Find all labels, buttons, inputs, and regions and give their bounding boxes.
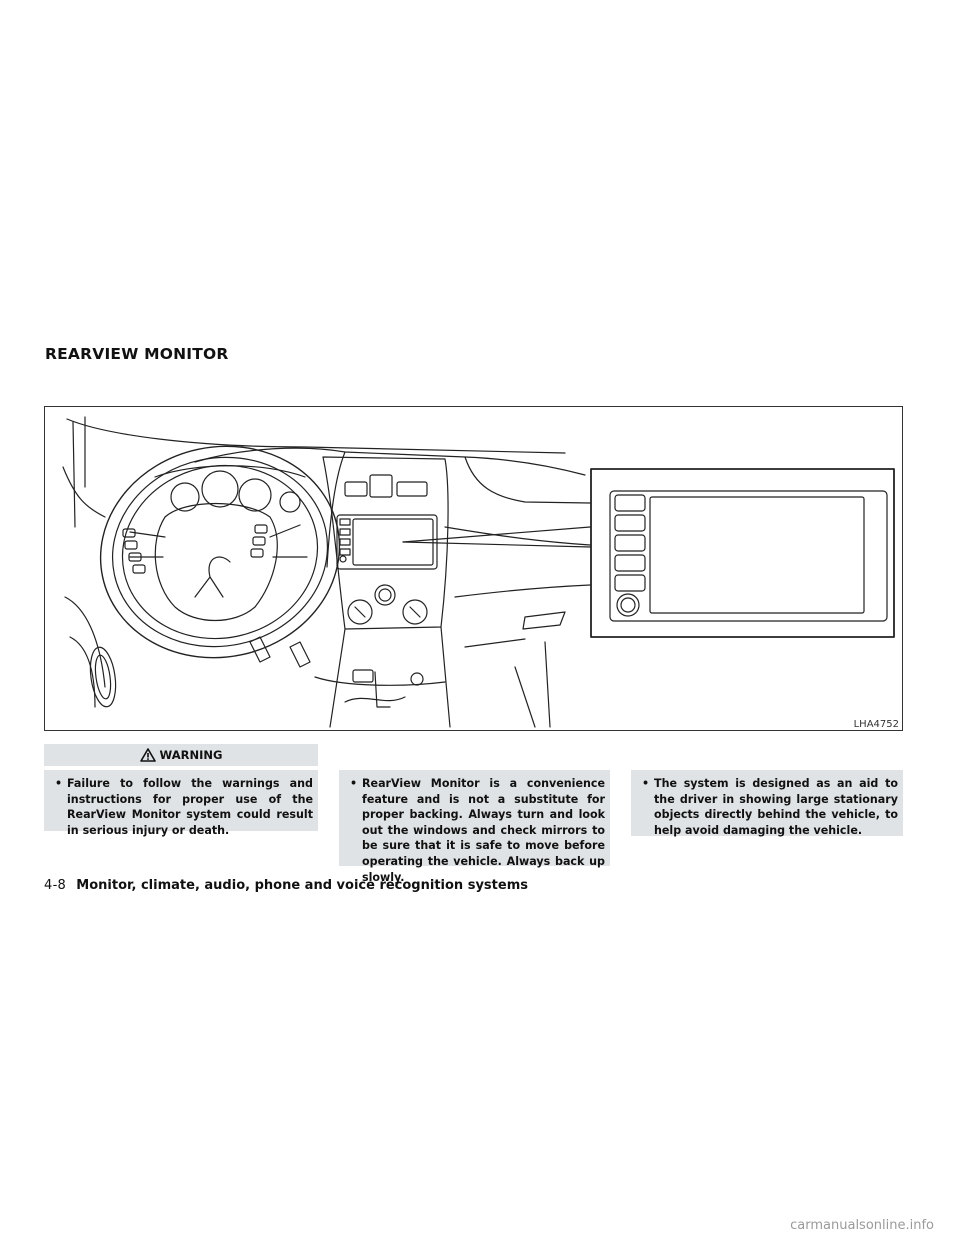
chapter-title: Monitor, climate, audio, phone and voice…: [76, 878, 528, 893]
warning-triangle-icon: [139, 748, 156, 762]
bullet: •: [642, 777, 650, 790]
warning-text: RearView Monitor is a convenience featur…: [362, 777, 605, 884]
warning-text: The system is designed as an aid to the …: [654, 777, 898, 837]
figure-code: LHA4752: [852, 719, 900, 730]
dashboard-line-drawing: [62, 416, 895, 728]
page-number: 4-8: [44, 878, 67, 893]
section-title: REARVIEW MONITOR: [45, 345, 229, 363]
warning-item: • The system is designed as an aid to th…: [631, 770, 903, 837]
warning-item: • RearView Monitor is a convenience feat…: [339, 770, 610, 884]
page-footer: 4-8 Monitor, climate, audio, phone and v…: [44, 878, 528, 893]
warning-label: WARNING: [159, 748, 223, 762]
bullet: •: [350, 777, 358, 790]
watermark: carmanualsonline.info: [790, 1218, 934, 1233]
bullet: •: [55, 777, 63, 790]
warning-text: Failure to follow the warnings and instr…: [67, 777, 313, 837]
warning-item: • Failure to follow the warnings and ins…: [44, 770, 318, 837]
dashboard-illustration: LHA4752: [44, 406, 903, 731]
warning-header: WARNING: [44, 744, 318, 766]
